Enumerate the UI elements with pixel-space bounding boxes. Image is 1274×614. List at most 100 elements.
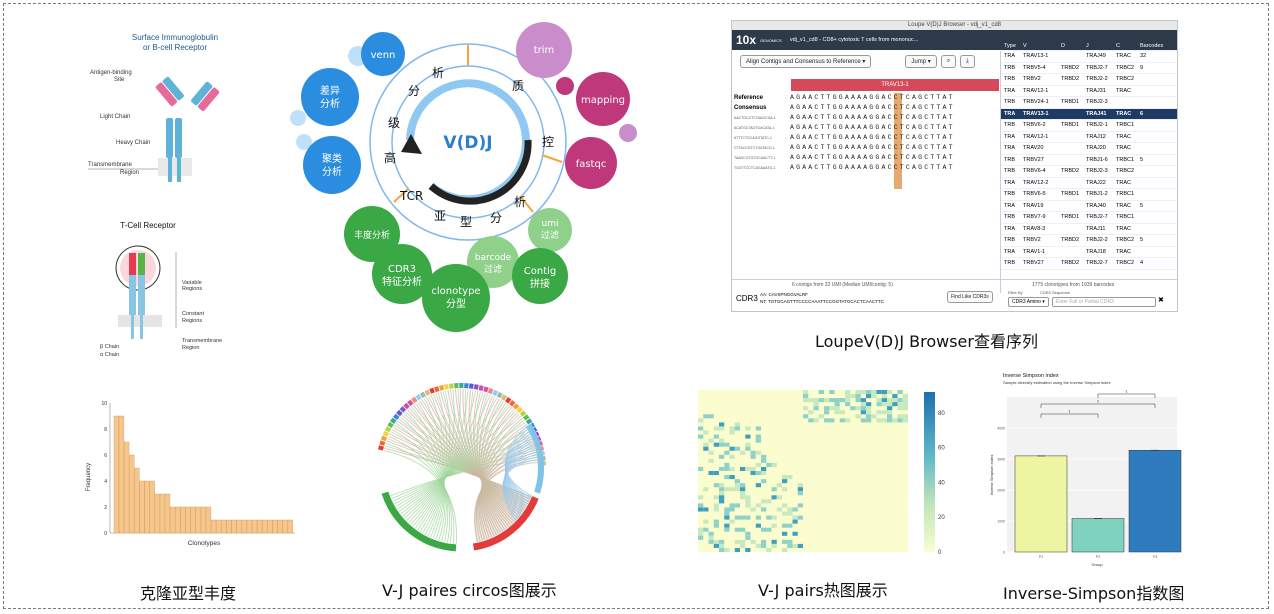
search-icon[interactable]: ⌕ <box>940 55 957 68</box>
heatmap-cell <box>818 398 824 403</box>
table-cell: TRBD2 <box>1061 168 1080 174</box>
table-cell: TRAV20 <box>1023 145 1044 151</box>
diff-label-2: 分析 <box>320 97 340 110</box>
table-cell <box>1061 86 1086 97</box>
heatmap-cell <box>834 406 840 411</box>
heatmap-cell <box>771 515 777 520</box>
ring-text: 分 析 质 控 析 分 型 亚 TCR 高 级 <box>384 66 554 229</box>
antigen-site-label-2: Site <box>114 77 125 83</box>
heatmap-cell <box>902 414 908 419</box>
heatmap-cell <box>740 539 746 544</box>
clono-ytick: 4 <box>104 479 107 485</box>
heatmap-cell <box>766 462 772 467</box>
table-cell: TRBJ2-7 <box>1086 214 1108 220</box>
ring-char-1: 分 <box>408 84 420 98</box>
circos-sector <box>403 402 410 410</box>
heatmap-cell <box>729 503 735 508</box>
table-cell: 32 <box>1140 53 1147 59</box>
heatmap-cell <box>776 483 782 488</box>
heatmap-cell <box>771 539 777 544</box>
heatmap-cell <box>734 426 740 431</box>
circos-blue-arc <box>525 423 544 494</box>
heatmap-cell <box>761 471 767 476</box>
table-cell: TRAV12-1 <box>1023 87 1049 94</box>
tm-label-2: Region <box>182 345 199 351</box>
heatmap-cell <box>698 507 704 512</box>
antigen-site-label-1: Antigen-binding <box>90 70 132 76</box>
find-cdr3-button[interactable]: Find Like CDR3s <box>947 291 993 303</box>
table-cell: TRAJ41 <box>1086 110 1107 117</box>
download-icon[interactable]: ⤓ <box>960 55 975 68</box>
vdj-center-label: V(D)J <box>443 133 492 153</box>
table-cell: TRA <box>1004 133 1015 140</box>
heatmap-cell <box>845 418 851 423</box>
align-dropdown[interactable]: Align Contigs and Consensus to Reference… <box>740 55 872 68</box>
table-cell <box>1140 247 1160 258</box>
nt-value: TGTGCAGTTTCCCCAAATTCCGGTATGCACTCAACTTC <box>767 299 884 304</box>
umi-label-1: umi <box>542 219 559 229</box>
ring-char-9: TCR <box>399 189 423 203</box>
abundance-label: 丰度分析 <box>354 229 390 241</box>
heatmap-cell <box>713 426 719 431</box>
clono-bar <box>200 506 206 534</box>
barcode-label-2: 过滤 <box>484 263 502 275</box>
heatmap-cell <box>839 398 845 403</box>
heatmap-cell <box>745 515 751 520</box>
clono-bar <box>262 519 268 534</box>
heatmap-cell <box>719 547 725 552</box>
diff-label-1: 差异 <box>320 84 340 97</box>
table-cell <box>1140 189 1160 200</box>
circos-sector <box>396 409 403 417</box>
caption-circos: V-J paires circos图展示 <box>382 581 557 600</box>
sig-bracket <box>1040 403 1156 408</box>
loupe-dataset[interactable]: vdj_v1_cd8 - CD8+ cytotoxic T cells from… <box>789 37 919 43</box>
table-cell: TRBD1 <box>1061 214 1080 220</box>
table-cell: TRAV13-1 <box>1023 53 1049 59</box>
heatmap-cell <box>876 398 882 403</box>
table-cell: TRBC2 <box>1116 76 1135 82</box>
jump-dropdown[interactable]: Jump ▾ <box>905 55 937 68</box>
heatmap-cell <box>750 450 756 455</box>
heatmap-cell <box>719 499 725 504</box>
clono-bar <box>236 519 242 534</box>
table-cell: TRA <box>1004 202 1015 209</box>
table-cell: TRBV6-2 <box>1023 122 1046 128</box>
table-cell <box>1061 178 1086 189</box>
clono-bar <box>144 480 150 534</box>
clono-ytick: 10 <box>101 401 107 407</box>
clear-icon[interactable]: ✖ <box>1158 297 1164 304</box>
heatmap-cell <box>729 454 735 459</box>
filter-select[interactable]: CDR3 Amino ▾ <box>1008 297 1049 307</box>
table-cell: TRBV6-5 <box>1023 191 1046 197</box>
cdr3-search-input[interactable]: Enter Full or Partial CDR3 <box>1052 297 1156 307</box>
table-cell <box>1061 247 1086 258</box>
heatmap-cell <box>703 430 709 435</box>
circos-sector <box>429 387 435 394</box>
circos-chord <box>477 446 538 542</box>
fastqc-label: fastqc <box>576 159 607 170</box>
table-cell: TRBC2 <box>1116 237 1135 243</box>
table-cell: TRB <box>1004 122 1015 128</box>
heatmap-cell <box>761 543 767 548</box>
